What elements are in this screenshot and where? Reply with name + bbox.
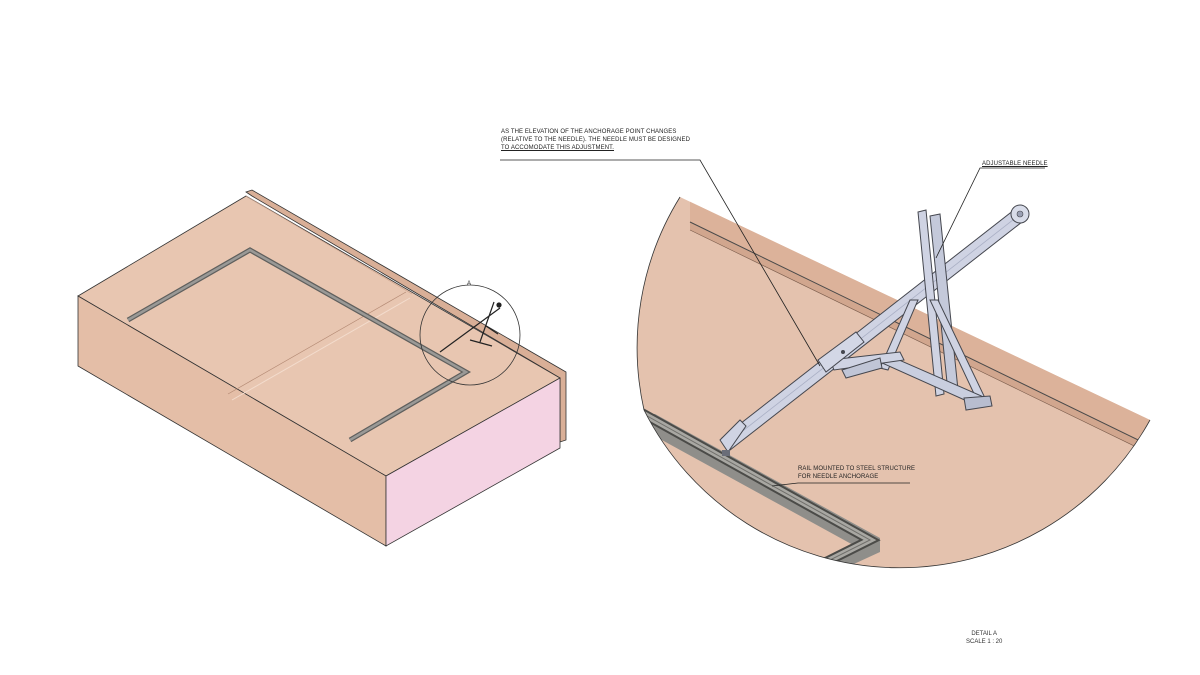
needle-miniature <box>439 301 502 353</box>
note-anchorage-elevation: AS THE ELEVATION OF THE ANCHORAGE POINT … <box>501 128 690 152</box>
note-anchorage-line-3: TO ACCOMODATE THIS ADJUSTMENT. <box>501 145 615 151</box>
note-rail-anchorage: RAIL MOUNTED TO STEEL STRUCTURE FOR NEED… <box>798 465 915 481</box>
detail-caption: DETAIL A SCALE 1 : 20 <box>966 630 1002 646</box>
note-anchorage-line-1: AS THE ELEVATION OF THE ANCHORAGE POINT … <box>501 129 677 135</box>
detail-circle-a <box>419 284 521 386</box>
note-rail-line-1: RAIL MOUNTED TO STEEL STRUCTURE <box>798 466 916 472</box>
adjustable-needle <box>719 204 1030 456</box>
roof-right-face <box>385 377 561 547</box>
detail-caption-title: DETAIL A <box>971 631 998 637</box>
detail-a-view <box>637 197 1150 568</box>
note-anchorage-line-2: (RELATIVE TO THE NEEDLE). THE NEEDLE MUS… <box>501 137 691 143</box>
leader-lines <box>500 159 1045 487</box>
note-rail-line-2: FOR NEEDLE ANCHORAGE <box>798 474 879 480</box>
note-adjustable-needle: ADJUSTABLE NEEDLE <box>982 161 1048 167</box>
roof-isometric-view <box>77 189 567 547</box>
detail-caption-scale: SCALE 1 : 20 <box>966 639 1003 645</box>
roof-parapet <box>245 189 567 443</box>
detail-marker-label: A <box>467 281 472 287</box>
detail-rail <box>637 407 881 568</box>
